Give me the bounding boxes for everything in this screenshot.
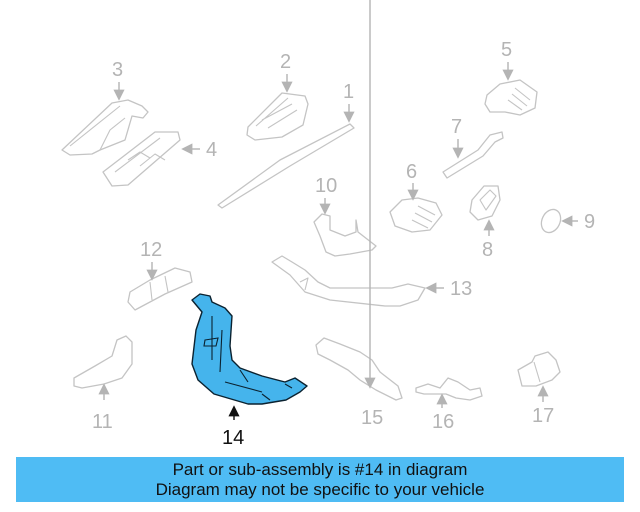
label-10: 10 — [315, 175, 337, 197]
label-5: 5 — [501, 39, 512, 61]
label-17: 17 — [532, 405, 554, 427]
info-banner: Part or sub-assembly is #14 in diagram D… — [16, 457, 624, 502]
part-7[interactable]: 7 — [442, 116, 504, 179]
label-6: 6 — [406, 161, 417, 183]
part-14-highlighted[interactable]: 14 — [191, 293, 308, 449]
part-9[interactable]: 9 — [538, 206, 595, 235]
label-3: 3 — [112, 59, 123, 81]
banner-line-2: Diagram may not be specific to your vehi… — [155, 479, 485, 499]
label-16: 16 — [432, 411, 454, 433]
part-13[interactable]: 13 — [271, 255, 472, 307]
label-15: 15 — [361, 407, 383, 429]
banner-line-1: Part or sub-assembly is #14 in diagram — [172, 459, 468, 479]
label-11: 11 — [92, 411, 113, 433]
label-12: 12 — [140, 239, 162, 261]
part-15[interactable]: 15 — [315, 0, 403, 429]
part-11[interactable]: 11 — [73, 335, 133, 433]
label-14: 14 — [222, 427, 244, 449]
part-2[interactable]: 2 — [246, 51, 309, 141]
label-13: 13 — [450, 278, 472, 300]
part-5[interactable]: 5 — [484, 39, 538, 116]
label-8: 8 — [482, 239, 493, 261]
label-9: 9 — [584, 211, 595, 233]
label-2: 2 — [280, 51, 291, 73]
part-17[interactable]: 17 — [517, 351, 561, 427]
part-16[interactable]: 16 — [415, 377, 483, 433]
part-6[interactable]: 6 — [389, 161, 443, 233]
part-12[interactable]: 12 — [127, 239, 193, 311]
label-4: 4 — [206, 139, 217, 161]
part-3[interactable]: 3 — [61, 59, 149, 156]
label-1: 1 — [343, 81, 354, 103]
part-4[interactable]: 4 — [102, 131, 217, 187]
part-1[interactable]: 1 — [217, 81, 355, 209]
part-8[interactable]: 8 — [469, 185, 501, 261]
part-10[interactable]: 10 — [313, 175, 377, 257]
label-7: 7 — [451, 116, 462, 138]
